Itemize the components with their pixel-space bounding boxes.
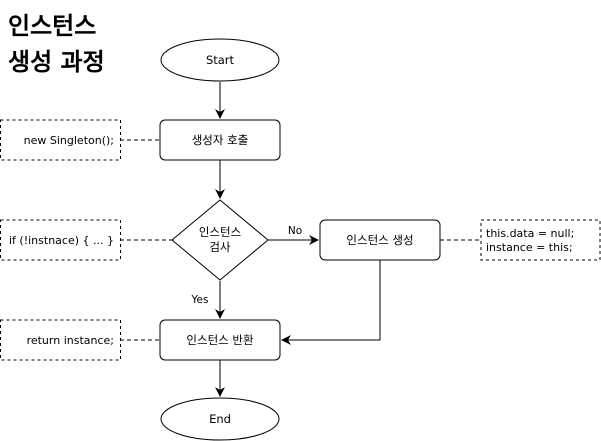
node-call-constructor: 생성자 호출 xyxy=(159,119,281,161)
node-create-instance: 인스턴스 생성 xyxy=(319,219,441,261)
note-assign-line-2: instance = this; xyxy=(486,241,573,254)
node-return-instance-label: 인스턴스 반환 xyxy=(186,333,254,347)
node-end-label: End xyxy=(209,412,231,426)
note-if-check: if (!instnace) { ... } xyxy=(0,219,121,261)
note-new-singleton: new Singleton(); xyxy=(0,119,121,161)
edge-label-no: No xyxy=(288,225,302,237)
node-end: End xyxy=(160,397,280,441)
node-start-label: Start xyxy=(206,53,235,67)
diagram-title-line-2: 생성 과정 xyxy=(8,48,105,76)
node-check-instance-label-2: 검사 xyxy=(209,240,231,254)
node-call-constructor-label: 생성자 호출 xyxy=(192,133,249,147)
note-return: return instance; xyxy=(0,319,121,361)
node-return-instance: 인스턴스 반환 xyxy=(159,319,281,361)
node-start: Start xyxy=(160,38,280,82)
edge-label-yes: Yes xyxy=(191,294,209,306)
note-return-text: return instance; xyxy=(27,334,114,347)
diagram-title-line-1: 인스턴스 xyxy=(8,12,97,40)
note-if-check-text: if (!instnace) { ... } xyxy=(9,234,114,247)
note-assign: this.data = null; instance = this; xyxy=(480,219,601,261)
node-create-instance-label: 인스턴스 생성 xyxy=(346,233,413,247)
note-new-singleton-text: new Singleton(); xyxy=(24,134,114,147)
edge-create-to-return xyxy=(281,260,381,345)
node-check-instance: 인스턴스 검사 xyxy=(171,199,269,281)
node-check-instance-label-1: 인스턴스 xyxy=(199,225,241,239)
note-assign-line-1: this.data = null; xyxy=(486,227,574,240)
